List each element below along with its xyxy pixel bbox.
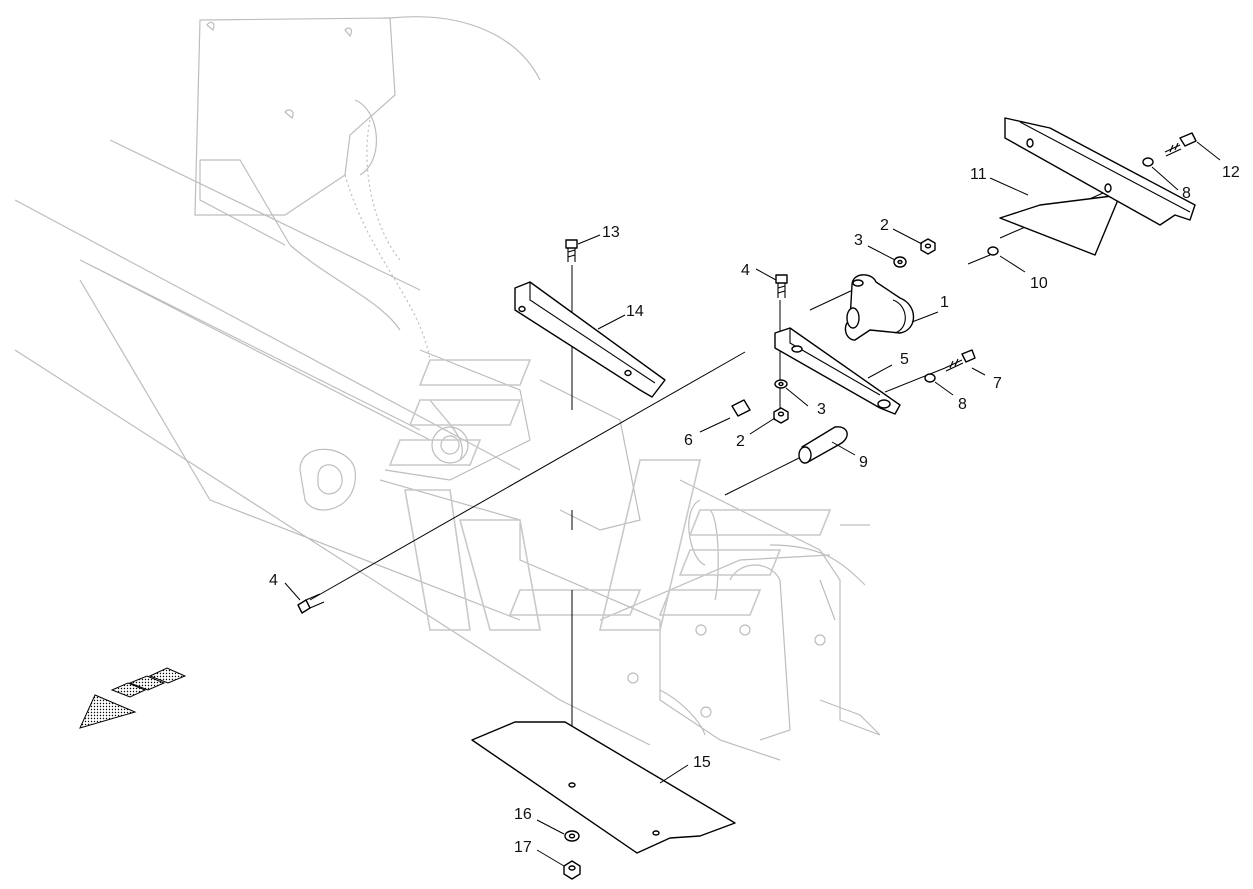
part-16-washer xyxy=(564,830,580,842)
part-4-bolt-left xyxy=(297,593,325,614)
callout-8a: 8 xyxy=(958,396,967,413)
part-14-angle xyxy=(514,281,666,398)
callout-17: 17 xyxy=(514,839,532,856)
callout-14: 14 xyxy=(626,303,644,320)
callout-10: 10 xyxy=(1030,275,1048,292)
callout-3a: 3 xyxy=(854,232,863,249)
part-13-bolt xyxy=(565,239,578,262)
callout-5: 5 xyxy=(900,351,909,368)
part-8-washer-right xyxy=(924,373,936,383)
callout-7: 7 xyxy=(993,375,1002,392)
watermark-logo xyxy=(388,359,832,631)
part-4-bolt-top xyxy=(775,274,788,298)
callout-11: 11 xyxy=(970,166,987,183)
callout-16: 16 xyxy=(514,806,532,823)
part-11-shield xyxy=(999,194,1121,256)
callout-6: 6 xyxy=(684,432,693,449)
part-15-plate xyxy=(471,721,736,854)
callout-13: 13 xyxy=(602,224,620,241)
part-7-bolt xyxy=(944,349,976,372)
direction-arrow-icon xyxy=(79,667,187,729)
callout-9: 9 xyxy=(859,454,868,471)
callout-4a: 4 xyxy=(741,262,750,279)
part-3-washer-lower xyxy=(774,379,788,389)
part-2-nut-lower xyxy=(773,407,789,424)
part-11-rail xyxy=(1004,117,1196,226)
callout-3b: 3 xyxy=(817,401,826,418)
background-frame xyxy=(14,16,881,761)
part-5-bracket xyxy=(774,327,901,415)
callout-8b: 8 xyxy=(1182,185,1191,202)
callout-15: 15 xyxy=(693,754,711,771)
part-12-bolt xyxy=(1164,132,1197,157)
part-8-washer-top xyxy=(1142,157,1154,167)
callout-2b: 2 xyxy=(736,433,745,450)
part-1-switch xyxy=(844,274,915,341)
part-3-washer-upper xyxy=(893,256,907,268)
part-6-pin xyxy=(731,399,751,417)
callout-12: 12 xyxy=(1222,164,1240,181)
part-9-sleeve xyxy=(798,426,848,464)
callout-2a: 2 xyxy=(880,217,889,234)
callout-1: 1 xyxy=(940,294,949,311)
part-17-nut xyxy=(563,860,581,880)
callout-4b: 4 xyxy=(269,572,278,589)
part-10-washer xyxy=(987,246,999,256)
callouts: 1 2 2 3 3 4 4 5 6 7 8 8 9 10 11 12 13 14… xyxy=(269,164,1240,856)
part-2-nut-upper xyxy=(920,238,936,255)
leader-lines xyxy=(284,141,1221,867)
